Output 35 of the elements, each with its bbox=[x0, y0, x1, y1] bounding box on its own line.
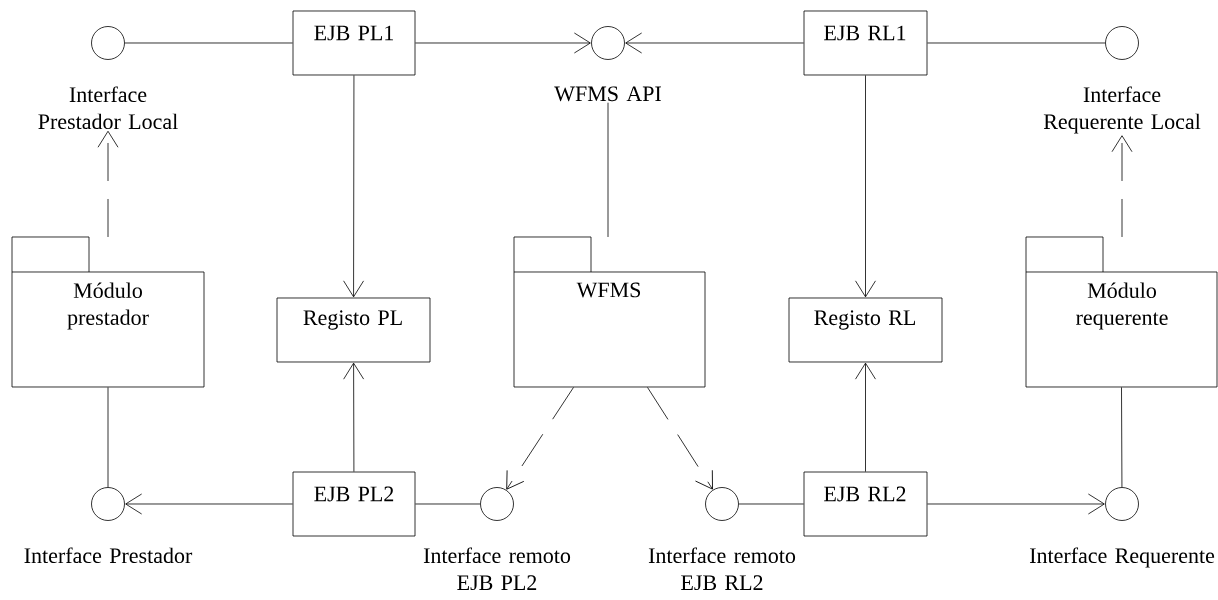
arrow bbox=[855, 75, 876, 298]
arrow bbox=[927, 493, 1105, 515]
component-box: EJB RL1 bbox=[803, 10, 928, 76]
arrow bbox=[855, 362, 876, 472]
component-box: Registo RL bbox=[788, 297, 943, 363]
dashed-arrow bbox=[506, 387, 574, 490]
node-label: Interface Requerente Local bbox=[1043, 86, 1201, 134]
dashed-arrow bbox=[97, 130, 119, 238]
node-label: WFMS API bbox=[554, 86, 661, 102]
connector-line bbox=[738, 503, 804, 505]
component-box: EJB RL2 bbox=[803, 471, 928, 537]
component-box: EJB PL1 bbox=[292, 10, 416, 76]
arrow bbox=[125, 493, 293, 515]
dashed-arrow bbox=[647, 387, 713, 490]
node-label: Interface Requerente bbox=[1029, 547, 1215, 568]
dashed-arrow bbox=[1111, 135, 1133, 238]
node-label: Interface Prestador Local bbox=[38, 86, 178, 130]
arrow bbox=[415, 32, 591, 54]
node-label: Interface remoto EJB PL2 bbox=[423, 547, 571, 591]
package-folder: WFMS bbox=[513, 236, 706, 388]
component-box: EJB PL2 bbox=[292, 471, 416, 537]
connector-line bbox=[107, 387, 109, 488]
connector-line bbox=[124, 42, 293, 44]
connector-line bbox=[415, 503, 481, 505]
arrow bbox=[343, 75, 364, 298]
arrow bbox=[625, 32, 804, 54]
connector-line bbox=[607, 102, 609, 238]
connector-line bbox=[1121, 387, 1123, 488]
node-label: Interface Prestador bbox=[24, 547, 193, 564]
connector-line bbox=[927, 42, 1106, 44]
component-box: Registo PL bbox=[276, 297, 431, 363]
node-label: Interface remoto EJB RL2 bbox=[648, 547, 796, 591]
package-folder: Módulo requerente bbox=[1025, 236, 1218, 388]
arrow bbox=[343, 362, 365, 472]
package-folder: Módulo prestador bbox=[11, 236, 205, 388]
